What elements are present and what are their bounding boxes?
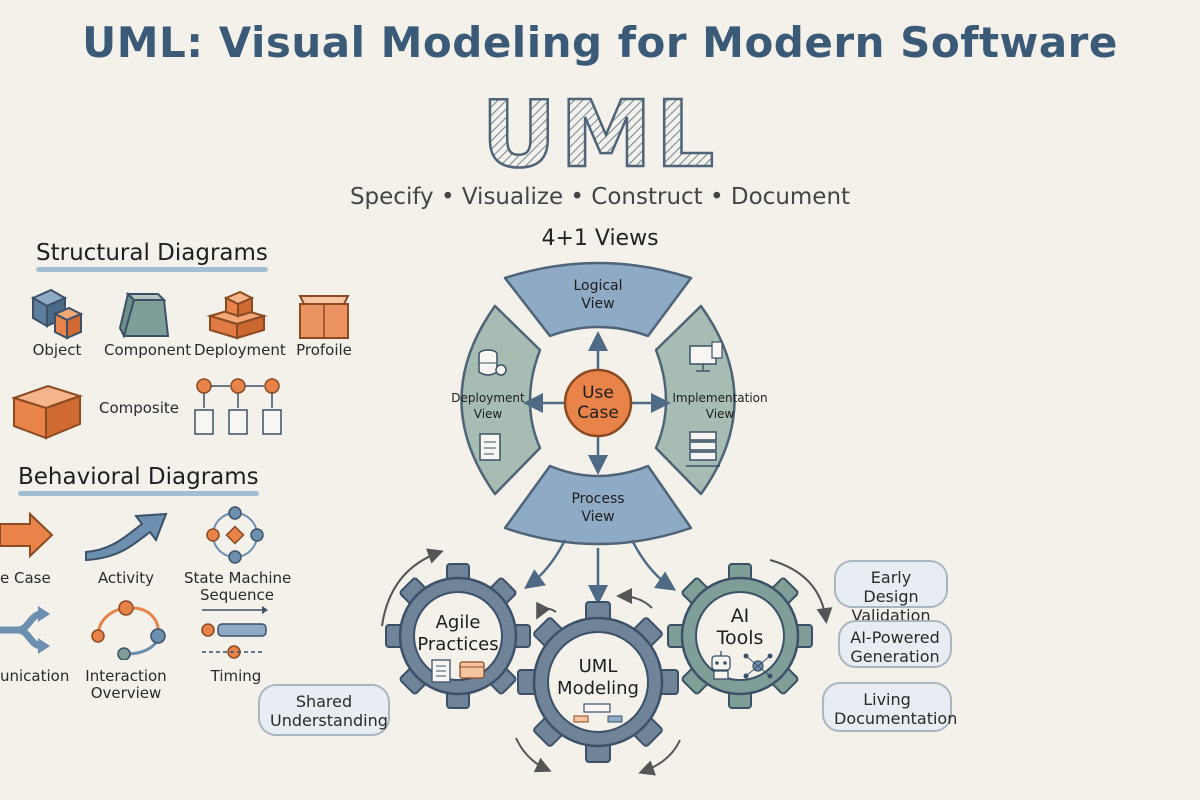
split-arrows-icon — [0, 606, 50, 654]
cycle-arrow-middle-left — [536, 601, 557, 620]
deployment-view-line-1: Deployment — [451, 391, 525, 405]
behavioral-item-timing: Timing — [200, 668, 272, 685]
structural-item-composite: Composite — [96, 400, 182, 417]
bubble-line: Early Design — [863, 568, 919, 606]
process-view-line-1: Process — [571, 491, 624, 507]
bubble-line: Documentation — [834, 709, 958, 728]
uml-gear-line-2: Modeling — [557, 678, 639, 699]
behavioral-item-state-machine: State Machine Sequence — [184, 569, 292, 604]
behavioral-heading-text: Behavioral Diagrams — [18, 464, 259, 490]
checklist-icon — [431, 659, 451, 683]
deployment-view-line-2: View — [474, 407, 503, 421]
neural-network-icon — [743, 653, 773, 679]
bubble-ai-powered-generation: AI-Powered Generation — [838, 620, 952, 668]
structural-item-label: Composite — [98, 399, 180, 417]
cube-pair-icon — [30, 288, 84, 340]
state-ring-icon — [206, 506, 264, 564]
ai-gear-line-2: Tools — [716, 627, 764, 649]
logo-text: UML — [482, 92, 719, 176]
behavioral-heading: Behavioral Diagrams — [18, 464, 259, 496]
ai-gear — [667, 563, 813, 709]
document-icon — [479, 433, 501, 461]
use-case-line-1: Use — [582, 383, 614, 403]
process-view-line-2: View — [581, 509, 614, 525]
structural-heading-text: Structural Diagrams — [36, 240, 268, 266]
sequence-arrows-icon — [201, 606, 268, 659]
uml-gear-line-1: UML — [579, 656, 618, 677]
structural-item-label: Deployment — [194, 341, 286, 359]
structural-item-object: Object — [22, 286, 92, 359]
behavioral-item-communication: unication — [0, 667, 70, 685]
structural-item-component: Component — [104, 286, 192, 359]
ai-gear-line-1: AI — [731, 605, 750, 627]
cycle-arrow-middle-right — [616, 588, 653, 609]
uml-logo: UML — [480, 92, 719, 176]
use-case-line-2: Case — [577, 403, 619, 423]
views-heading: 4+1 Views — [541, 226, 659, 251]
process-view-segment — [503, 464, 693, 546]
prism-block-icon — [118, 292, 170, 339]
bubble-line: Generation — [850, 647, 940, 666]
package-box-icon — [10, 384, 84, 440]
cycle-arrow-top-left — [381, 548, 444, 627]
bubble-early-design-validation: Early Design Validation — [834, 560, 948, 625]
behavioral-item-label: State Machine — [184, 569, 292, 587]
node-loop-icon — [91, 600, 166, 660]
open-box-icon — [298, 295, 350, 339]
bubble-line: Shared — [295, 692, 353, 711]
structural-item-label: Object — [32, 341, 82, 359]
bubble-shared-understanding: Shared Understanding — [258, 684, 390, 736]
structural-item-package-box — [8, 380, 84, 440]
logical-view-line-1: Logical — [573, 278, 622, 294]
behavioral-item-label: unication — [0, 667, 70, 685]
agile-gear-line-2: Practices — [417, 634, 498, 655]
agile-gear-line-1: Agile — [436, 612, 481, 633]
stacked-boxes-icon — [206, 290, 268, 340]
arrow-right-icon — [0, 511, 54, 559]
kanban-card-icon — [459, 661, 485, 679]
agile-gear — [385, 563, 531, 709]
arrow-to-agile-gear — [523, 539, 567, 589]
node-document-flow-icon — [194, 378, 282, 435]
bubble-living-documentation: Living Documentation — [822, 682, 958, 732]
behavioral-item-label: e Case — [0, 569, 51, 587]
arrow-to-ai-gear — [630, 539, 677, 591]
database-icon — [478, 349, 507, 376]
bubble-line: Living — [863, 690, 911, 709]
behavioral-item-label: Sequence — [200, 586, 274, 604]
implementation-view-line-2: View — [706, 407, 735, 421]
behavioral-item-label: Timing — [210, 667, 262, 685]
use-case-node — [563, 368, 633, 438]
behavioral-item-label: Activity — [97, 569, 155, 587]
logical-view-segment — [503, 261, 693, 338]
implementation-view-line-1: Implementation — [672, 391, 767, 405]
structural-item-deployment: Deployment — [194, 286, 286, 359]
behavioral-item-use-case: e Case — [0, 569, 51, 587]
logical-view-line-2: View — [581, 296, 614, 312]
server-rack-icon — [686, 431, 720, 467]
structural-item-profile: Profoile — [288, 286, 360, 359]
cycle-arrow-bottom-right — [638, 739, 681, 776]
structural-item-label: Profoile — [296, 341, 352, 359]
robot-icon — [711, 651, 731, 680]
behavioral-item-label: Interaction Overview — [85, 667, 167, 702]
structural-heading: Structural Diagrams — [36, 240, 268, 272]
heading-underline — [18, 491, 259, 496]
structural-item-label: Component — [104, 341, 192, 359]
swoosh-arrow-icon — [85, 512, 168, 562]
cycle-arrow-bottom-left — [515, 737, 552, 773]
cycle-arrow-top-right — [769, 559, 833, 624]
uml-gear — [517, 601, 679, 763]
behavioral-item-activity: Activity — [90, 570, 162, 587]
heading-underline — [36, 267, 268, 272]
behavioral-item-interaction-overview: Interaction Overview — [76, 668, 176, 702]
monitor-code-icon — [689, 341, 723, 372]
page-title: UML: Visual Modeling for Modern Software — [82, 18, 1118, 67]
bubble-line: Understanding — [270, 711, 388, 730]
mini-diagram-icon — [573, 703, 623, 723]
tagline: Specify • Visualize • Construct • Docume… — [349, 184, 851, 210]
bubble-line: AI-Powered — [850, 628, 940, 647]
